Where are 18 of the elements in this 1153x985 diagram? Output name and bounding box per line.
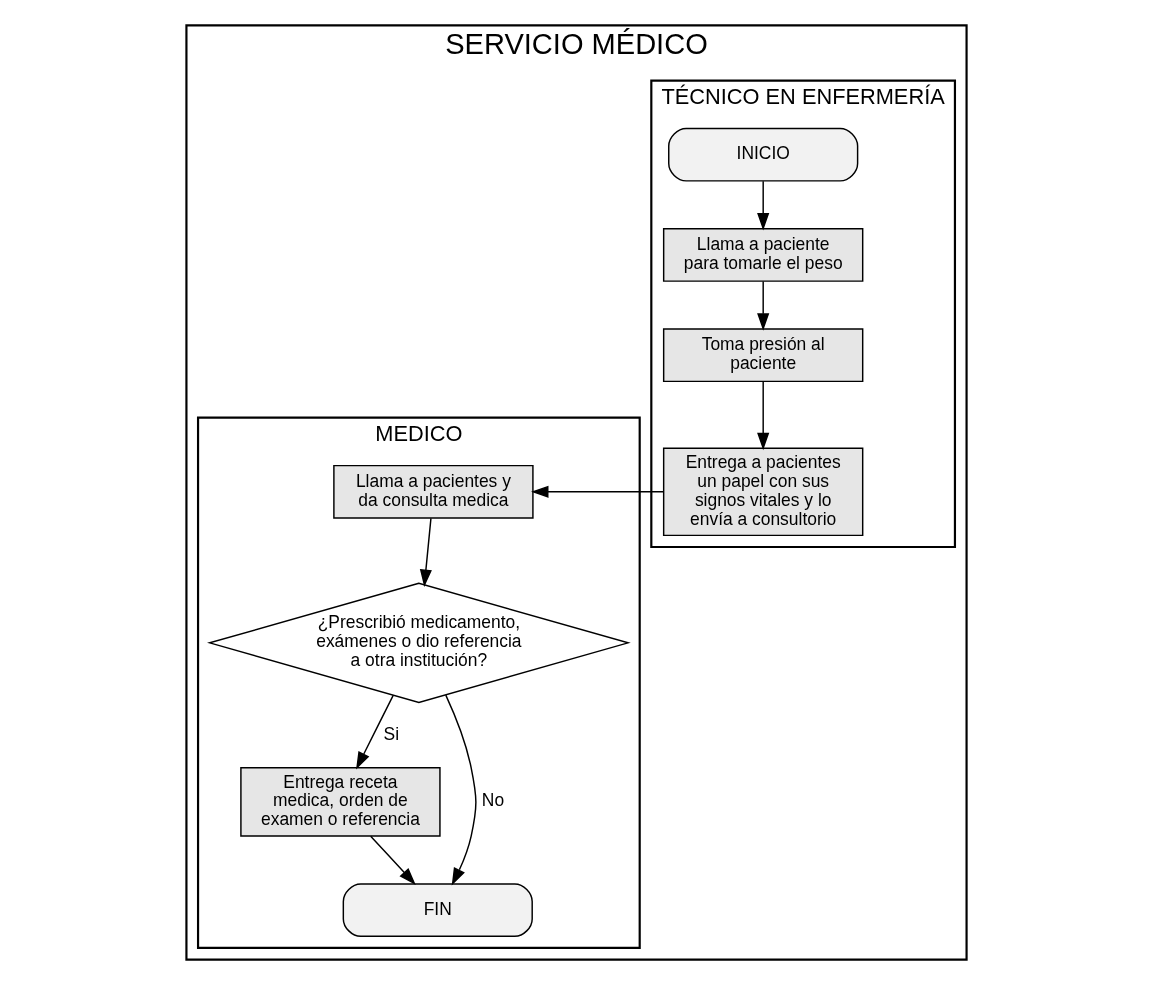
node-box: Llama a pacientes y da consulta medica <box>333 464 534 519</box>
edge-label: No <box>481 790 505 811</box>
node-box: Toma presión al paciente <box>662 328 864 383</box>
node-box: Llama a paciente para tomarle el peso <box>662 228 864 282</box>
arrow <box>757 280 770 331</box>
node-diamond: ¿Prescribió medicamento, exámenes o dio referencia a otra institución? <box>207 582 631 704</box>
edge-label: Si <box>383 723 400 744</box>
arrow <box>757 180 770 231</box>
arrow <box>369 835 416 885</box>
node-box: FIN <box>342 883 533 938</box>
arrow <box>445 694 477 886</box>
node-box: Entrega a pacientes un papel con sus signos vitales y lo envía a consultorio <box>662 447 864 537</box>
arrow <box>356 694 394 770</box>
arrow <box>531 485 665 498</box>
arrow <box>757 381 770 451</box>
arrow <box>419 517 432 587</box>
node-box: INICIO <box>668 127 859 182</box>
node-box: Entrega receta medica, orden de examen o referencia <box>240 767 441 837</box>
